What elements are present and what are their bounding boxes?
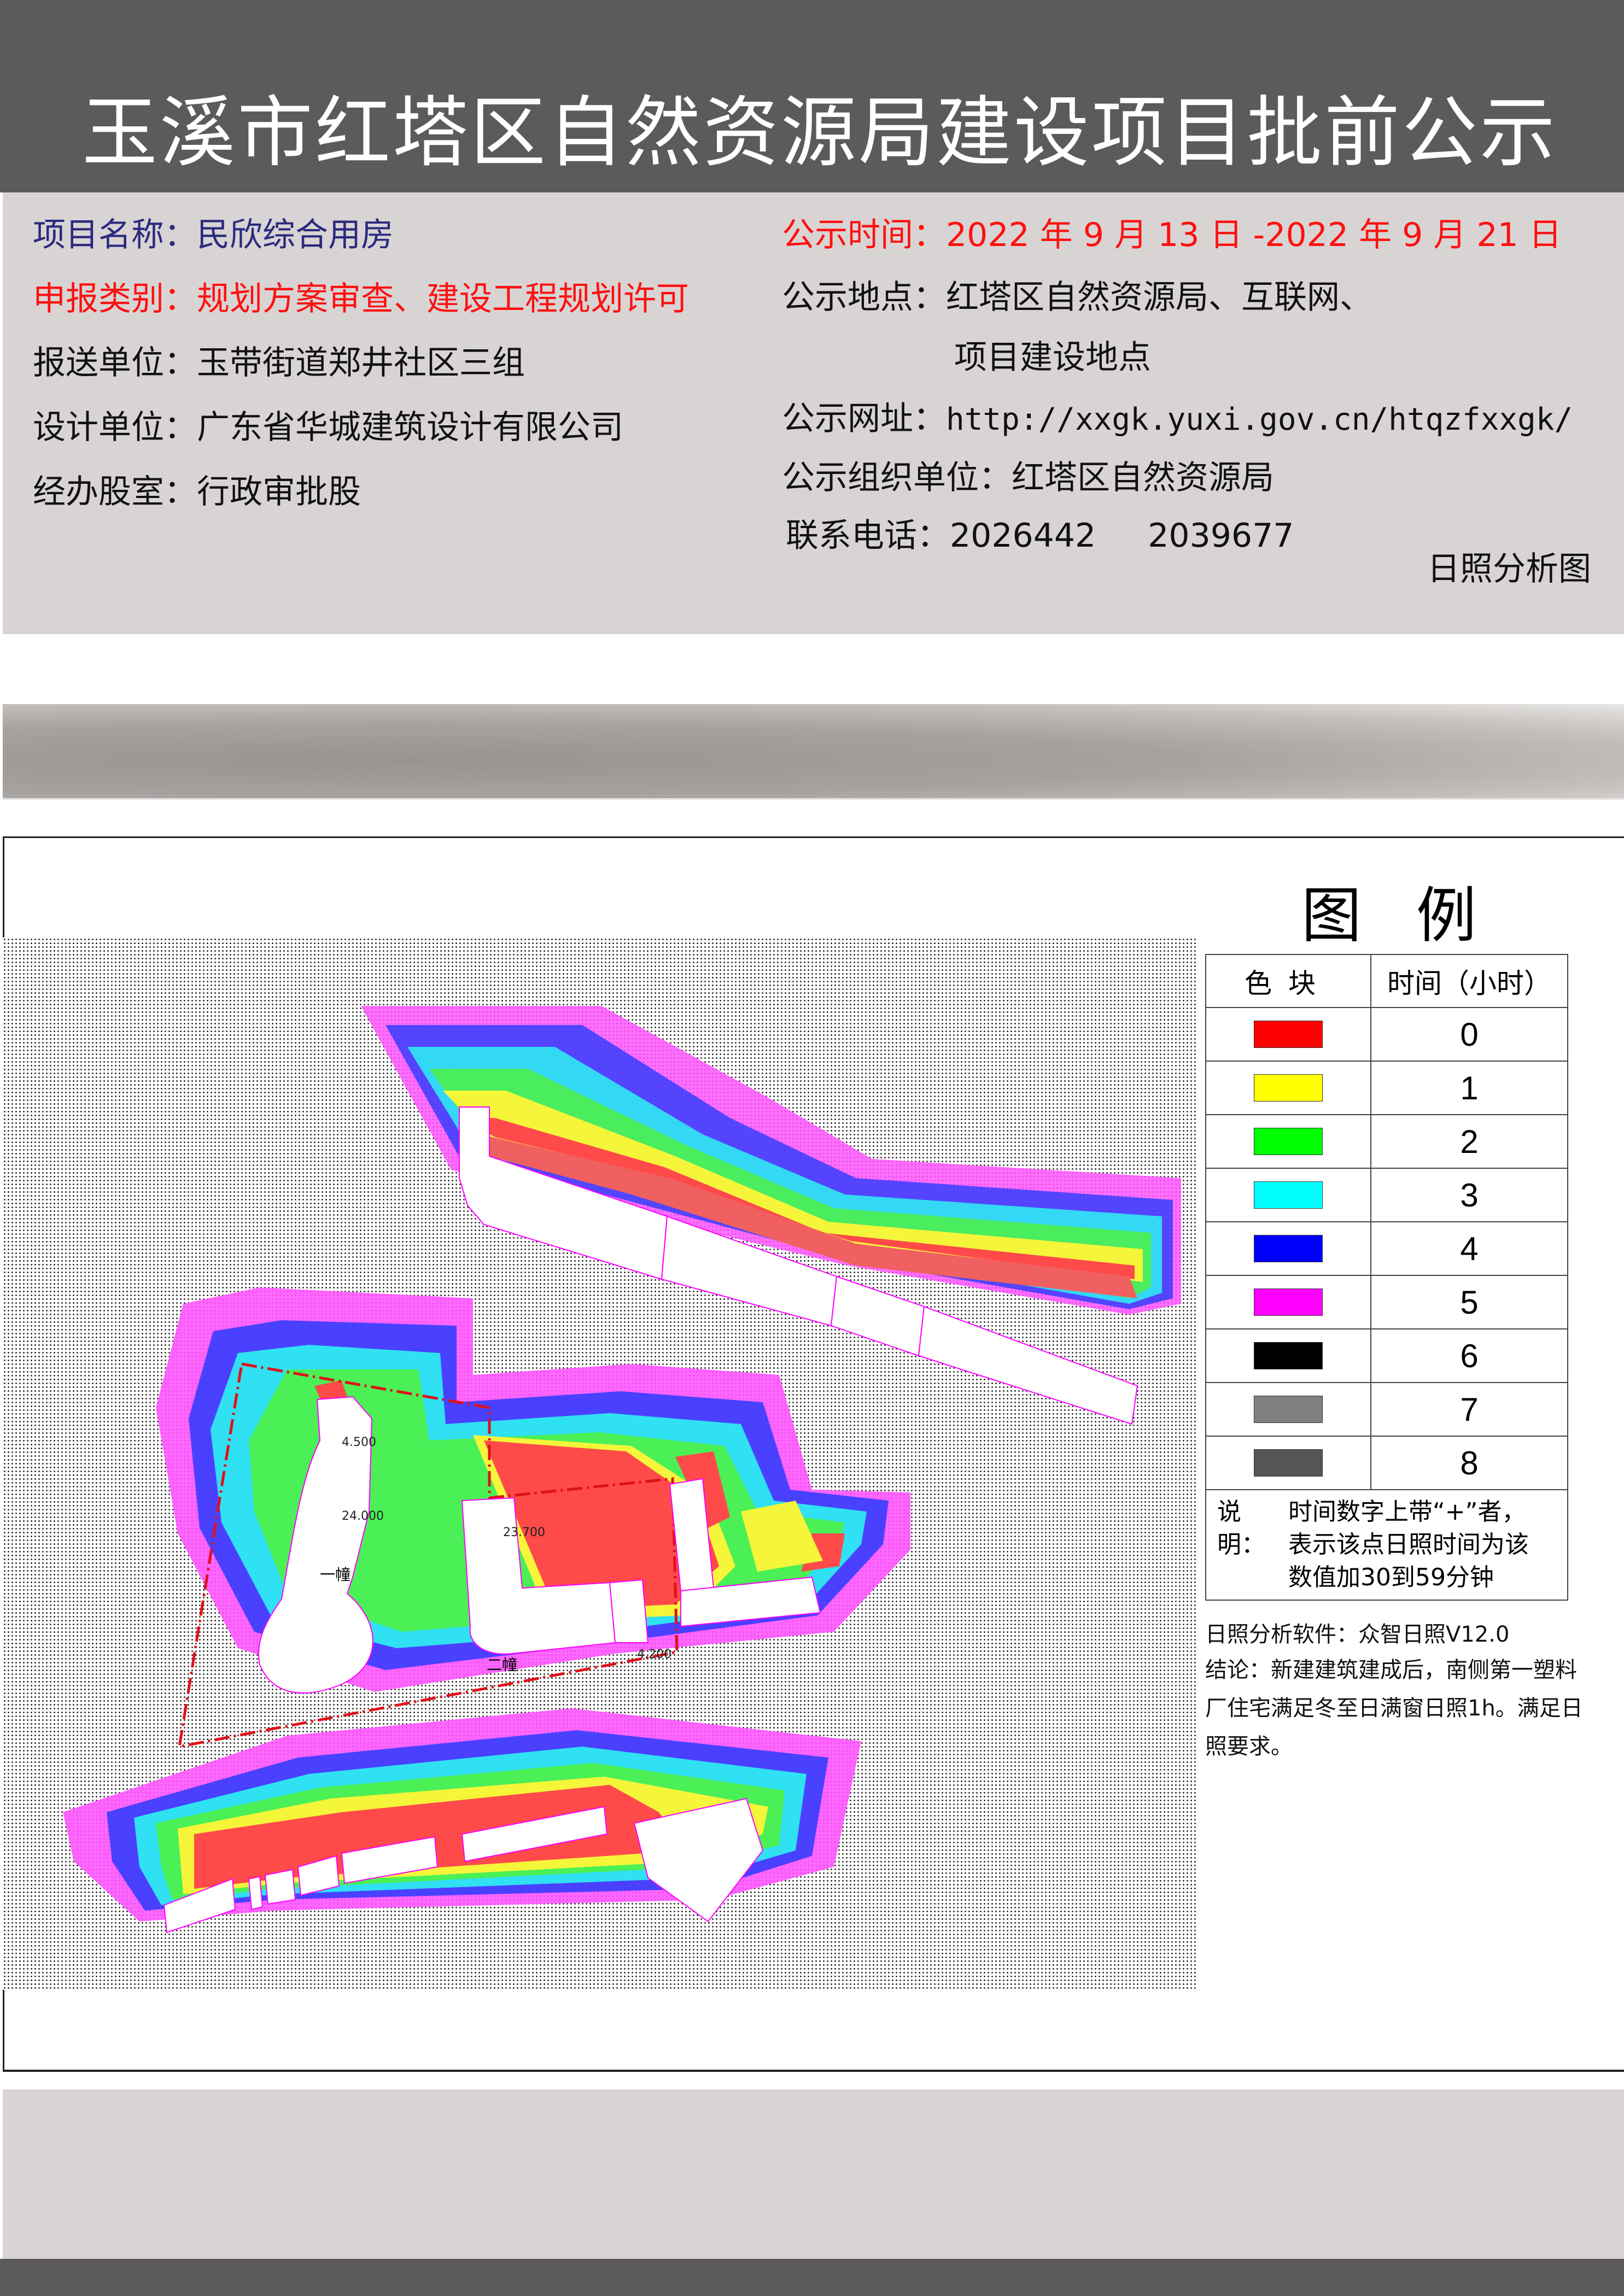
legend-hours: 0 <box>1370 1007 1568 1062</box>
legend-hours: 3 <box>1370 1168 1568 1222</box>
legend-title: 图例 <box>1301 881 1531 951</box>
analysis-conclusion: 结论：新建建筑建成后，南侧第一塑料厂住宅满足冬至日满窗日照1h。满足日照要求。 <box>1205 1657 1583 1759</box>
decorative-band <box>3 704 1624 800</box>
bottom-panel <box>3 2089 1624 2259</box>
building-1-label: 一幢 <box>320 1566 350 1584</box>
project-name-label: 项目名称： <box>33 216 197 254</box>
elevation-marker: 23.700 <box>503 1526 545 1539</box>
title-bar: 玉溪市红塔区自然资源局建设项目批前公示 <box>0 0 1624 192</box>
legend-note-text: 时间数字上带“+”者，表示该点日照时间为该数值加30到59分钟 <box>1288 1498 1529 1591</box>
publicity-place-label: 公示地点： <box>782 278 946 317</box>
legend-hours: 4 <box>1370 1221 1568 1276</box>
bottom-bar <box>0 2259 1624 2296</box>
legend-col-hours: 时间（小时） <box>1370 954 1568 1008</box>
legend-hours: 6 <box>1370 1328 1568 1383</box>
south-buildings <box>163 1797 764 1934</box>
site-buildings <box>258 1396 821 1694</box>
legend-col-color: 色块 <box>1205 954 1371 1008</box>
legend-row: 6 <box>1205 1328 1568 1383</box>
contact-phone-2: 2039677 <box>1148 517 1294 555</box>
legend-row: 3 <box>1205 1168 1568 1222</box>
legend-hours: 2 <box>1370 1114 1568 1169</box>
legend-row: 7 <box>1205 1382 1568 1437</box>
analysis-software: 日照分析软件：众智日照V12.0 <box>1205 1622 1510 1647</box>
legend-hours: 8 <box>1370 1436 1568 1490</box>
page-title: 玉溪市红塔区自然资源局建设项目批前公示 <box>82 87 1558 178</box>
organizing-unit-value: 红塔区自然资源局 <box>1012 459 1274 497</box>
handling-office-value: 行政审批股 <box>197 473 361 511</box>
handling-office: 经办股室：行政审批股 <box>33 476 361 508</box>
legend-row: 2 <box>1205 1114 1568 1169</box>
publicity-period-value: 2022 年 9 月 13 日 -2022 年 9 月 21 日 <box>946 216 1562 254</box>
publicity-period-label: 公示时间： <box>782 216 946 254</box>
building-2-label: 二幢 <box>487 1656 517 1674</box>
legend-hours: 5 <box>1370 1275 1568 1329</box>
application-type-value: 规划方案审查、建设工程规划许可 <box>197 280 689 318</box>
elevation-marker: 4.500 <box>342 1436 376 1449</box>
legend-row: 4 <box>1205 1221 1568 1276</box>
elevation-marker: 24.000 <box>342 1509 384 1523</box>
sunlight-map-graphic: 一幢 二幢 4.500 24.000 23.700 4.200 <box>63 1006 1181 1934</box>
project-name-value: 民欣综合用房 <box>197 216 394 254</box>
color-swatch-red <box>1254 1021 1323 1048</box>
legend-row: 0 <box>1205 1007 1568 1062</box>
publicity-period: 公示时间：2022 年 9 月 13 日 -2022 年 9 月 21 日 <box>782 219 1562 251</box>
publicity-place-value: 红塔区自然资源局、互联网、 <box>946 278 1372 317</box>
legend-row: 8 <box>1205 1436 1568 1490</box>
organizing-unit-label: 公示组织单位： <box>782 459 1012 497</box>
handling-office-label: 经办股室： <box>33 473 197 511</box>
organizing-unit: 公示组织单位：红塔区自然资源局 <box>782 461 1274 494</box>
north-building-shadow <box>361 1006 1181 1315</box>
submitting-unit-label: 报送单位： <box>33 344 197 382</box>
color-swatch-green <box>1254 1128 1323 1155</box>
north-buildings <box>459 1106 1138 1425</box>
publicity-place: 公示地点：红塔区自然资源局、互联网、 <box>782 281 1372 314</box>
color-swatch-magenta <box>1254 1288 1323 1316</box>
info-panel: 项目名称：民欣综合用房 申报类别：规划方案审查、建设工程规划许可 报送单位：玉带… <box>3 192 1624 634</box>
contact-phone: 联系电话：2026442 2039677 <box>786 519 1294 552</box>
publicity-url-link[interactable]: http://xxgk.yuxi.gov.cn/htqzfxxgk/ <box>946 402 1573 437</box>
color-swatch-gray <box>1254 1396 1323 1423</box>
color-swatch-yellow <box>1254 1074 1323 1102</box>
drawing-type-label: 日照分析图 <box>1427 550 1591 588</box>
design-unit-value: 广东省华城建筑设计有限公司 <box>197 408 623 447</box>
color-swatch-blue <box>1254 1235 1323 1262</box>
color-swatch-dark-gray <box>1254 1449 1323 1477</box>
design-unit-label: 设计单位： <box>33 408 197 447</box>
legend-row: 5 <box>1205 1275 1568 1329</box>
application-type-label: 申报类别： <box>33 280 197 318</box>
legend-hours: 7 <box>1370 1382 1568 1437</box>
application-type: 申报类别：规划方案审查、建设工程规划许可 <box>33 283 689 315</box>
publicity-url: 公示网址：http://xxgk.yuxi.gov.cn/htqzfxxgk/ <box>782 402 1573 435</box>
design-unit: 设计单位：广东省华城建筑设计有限公司 <box>33 411 623 444</box>
color-swatch-cyan <box>1254 1181 1323 1209</box>
legend-table: 色块 时间（小时） 0 1 2 3 4 5 6 7 8 说明： 时间数字上带“+”… <box>1205 954 1568 1601</box>
contact-phone-label: 联系电话： <box>786 517 950 555</box>
project-name: 项目名称：民欣综合用房 <box>33 219 394 251</box>
submitting-unit-value: 玉带街道郑井社区三组 <box>197 344 525 382</box>
submitting-unit: 报送单位：玉带街道郑井社区三组 <box>33 347 525 379</box>
legend-row: 1 <box>1205 1061 1568 1115</box>
elevation-marker: 4.200 <box>637 1648 671 1661</box>
color-swatch-black <box>1254 1342 1323 1369</box>
contact-phone-1: 2026442 <box>950 517 1096 555</box>
legend-hours: 1 <box>1370 1061 1568 1115</box>
legend-header-row: 色块 时间（小时） <box>1205 954 1568 1008</box>
publicity-url-label: 公示网址： <box>782 400 946 438</box>
sunlight-analysis-map: 一幢 二幢 4.500 24.000 23.700 4.200 <box>3 938 1197 1990</box>
legend-note-label: 说明： <box>1217 1498 1265 1559</box>
site-boundary-line <box>177 1362 679 1749</box>
publicity-place-cont: 项目建设地点 <box>954 338 1151 377</box>
legend-note-row: 说明： 时间数字上带“+”者，表示该点日照时间为该数值加30到59分钟 <box>1205 1489 1568 1601</box>
elevation-markers: 4.500 24.000 23.700 4.200 <box>342 1436 671 1661</box>
